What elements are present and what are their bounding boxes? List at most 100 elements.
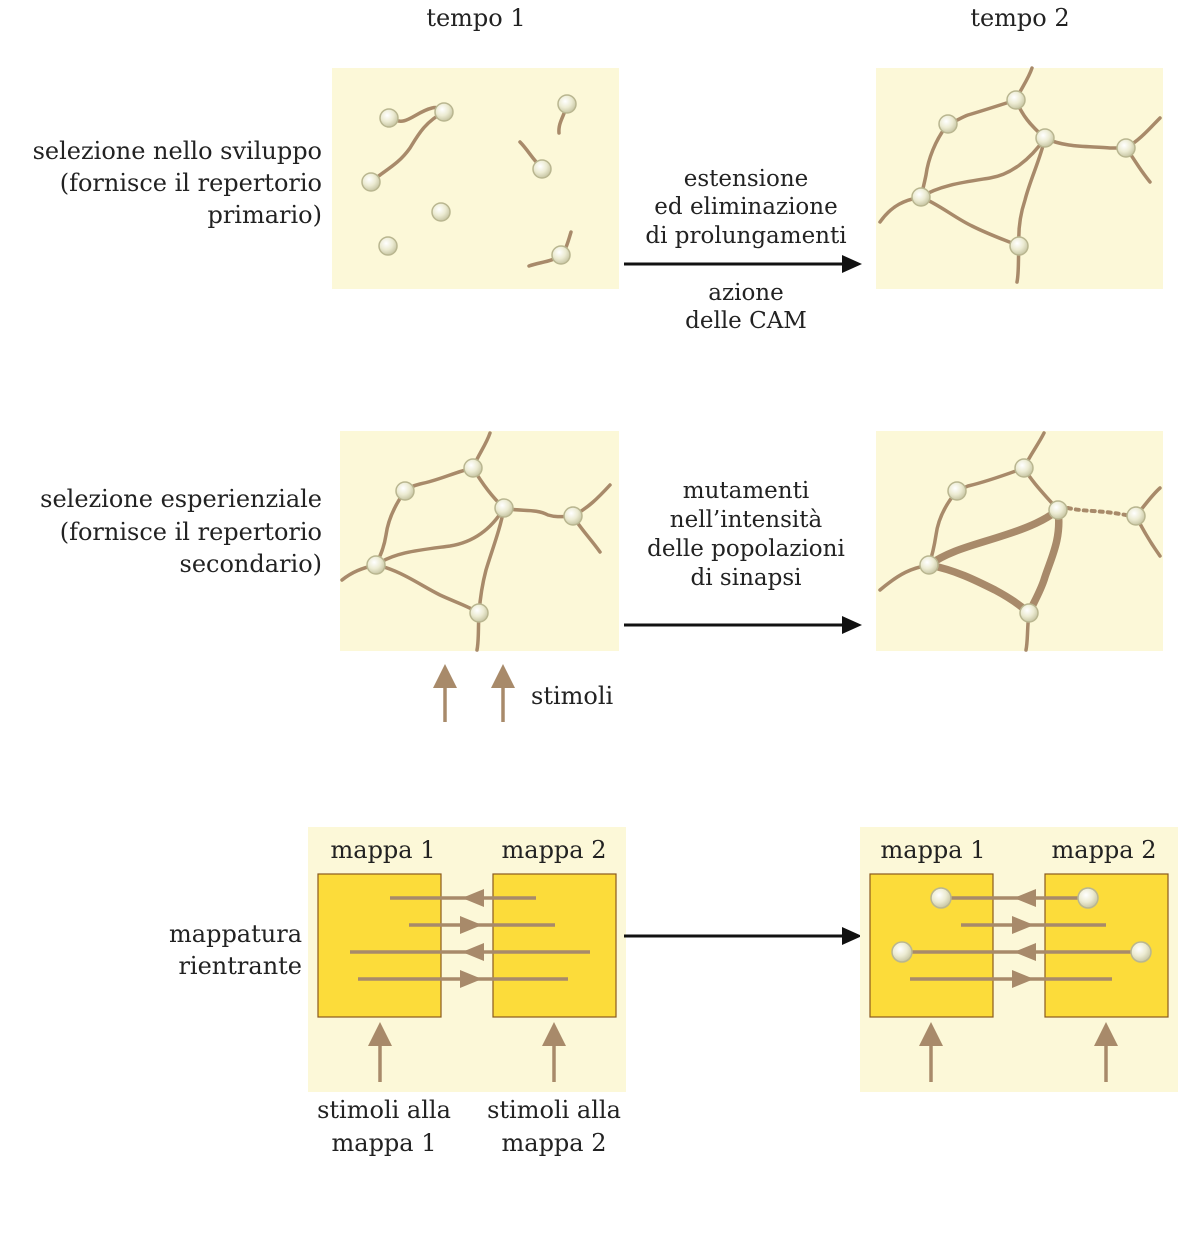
neurite-branch-icon xyxy=(919,136,1047,199)
arrow-right-head-icon xyxy=(842,927,862,945)
row3-stimuli-labels: stimoli alla mappa 1 stimoli alla mappa … xyxy=(317,1096,621,1157)
neuron-cell-body-icon xyxy=(1130,941,1152,963)
neuron-cell-body-icon xyxy=(947,481,967,501)
neuron-cell-body-icon xyxy=(366,555,386,575)
stimuli-map2-line1: stimoli alla xyxy=(487,1096,621,1124)
row3-label: mappatura rientrante xyxy=(169,920,302,980)
neuron-cell-body-icon xyxy=(551,245,571,265)
neuron-cell-body-icon xyxy=(1126,506,1146,526)
neurite-branch-icon xyxy=(374,563,481,615)
row1-arrow-top-line1: estensione xyxy=(684,166,809,192)
row1-label: selezione nello sviluppo (fornisce il re… xyxy=(33,137,322,229)
neurite-branch-icon xyxy=(919,195,1021,248)
neuron-cell-body-icon xyxy=(395,481,415,501)
neuron-cell-body-icon xyxy=(938,114,958,134)
neuron-cell-body-icon xyxy=(469,603,489,623)
neurite-branch-icon xyxy=(477,506,506,615)
row2-stimuli-label: stimoli xyxy=(531,682,614,710)
row2-transition: mutamenti nell’intensità delle popolazio… xyxy=(624,478,862,634)
arrow-left-head-icon xyxy=(1014,943,1036,961)
arrow-right-head-icon xyxy=(1012,916,1034,934)
row2-label-line1: selezione esperienziale xyxy=(40,485,322,513)
arrow-right-head-icon xyxy=(1012,970,1034,988)
map1-box-left xyxy=(317,873,442,1018)
row2-label-line2: (fornisce il repertorio xyxy=(60,518,322,546)
row2-arrow-top-line2: nell’intensità xyxy=(670,507,823,533)
strengthened-neurite-icon xyxy=(925,506,1062,569)
neuron-cell-body-icon xyxy=(919,555,939,575)
neuron-cell-body-icon xyxy=(431,202,451,222)
arrow-up-head-icon xyxy=(919,1022,943,1046)
map2-box-left xyxy=(492,873,617,1018)
neuron-cell-body-icon xyxy=(1116,138,1136,158)
arrow-right-head-icon xyxy=(842,255,862,273)
weakened-neurite-icon xyxy=(1066,506,1132,518)
column-header-time1: tempo 1 xyxy=(426,4,525,32)
neuron-cell-body-icon xyxy=(557,94,577,114)
neuron-cell-body-icon xyxy=(532,159,552,179)
neurite-branch-icon xyxy=(374,506,506,567)
row2-arrow-top-line1: mutamenti xyxy=(683,478,809,504)
row1-panel-time2 xyxy=(876,66,1163,289)
arrow-up-head-icon xyxy=(542,1022,566,1046)
row1-label-line3: primario) xyxy=(207,201,322,229)
neuron-cell-body-icon xyxy=(1014,458,1034,478)
arrow-left-head-icon xyxy=(1014,889,1036,907)
row3-map1-title-right: mappa 1 xyxy=(881,836,986,864)
arrow-up-head-icon xyxy=(368,1022,392,1046)
row1-label-line2: (fornisce il repertorio xyxy=(60,169,322,197)
neuron-cell-body-icon xyxy=(379,108,399,128)
row2-stimuli: stimoli xyxy=(433,664,614,722)
neuron-cell-body-icon xyxy=(563,506,583,526)
arrow-right-head-icon xyxy=(842,616,862,634)
strengthened-neurite-icon xyxy=(1025,506,1063,617)
neuron-cell-body-icon xyxy=(1048,500,1068,520)
strengthened-neurite-icon xyxy=(925,561,1033,617)
neuron-cell-body-icon xyxy=(1006,90,1026,110)
row2-panel-time2 xyxy=(876,431,1163,652)
arrow-left-head-icon xyxy=(462,943,484,961)
row2-panel-time1 xyxy=(340,431,619,652)
neuron-cell-body-icon xyxy=(463,458,483,478)
stimuli-map1-line2: mappa 1 xyxy=(332,1129,437,1157)
row2-label: selezione esperienziale (fornisce il rep… xyxy=(40,485,322,578)
row1-arrow-bottom-line1: azione xyxy=(708,280,783,306)
stimuli-map1-line1: stimoli alla xyxy=(317,1096,451,1124)
row3-panel-time2: mappa 1 mappa 2 xyxy=(860,827,1178,1092)
arrow-up-head-icon xyxy=(433,664,457,688)
arrow-left-head-icon xyxy=(462,889,484,907)
column-header-time2: tempo 2 xyxy=(970,4,1069,32)
neuron-cell-body-icon xyxy=(378,236,398,256)
row2-label-line3: secondario) xyxy=(180,550,323,578)
neuron-cell-body-icon xyxy=(434,102,454,122)
neurite-branch-icon xyxy=(1017,136,1047,248)
row1-arrow-top-line3: di prolungamenti xyxy=(645,223,846,249)
neurite-branch-icon xyxy=(369,110,446,184)
row1-label-line1: selezione nello sviluppo xyxy=(33,137,322,165)
neuron-cell-body-icon xyxy=(911,187,931,207)
neuron-cell-body-icon xyxy=(1035,128,1055,148)
arrow-right-head-icon xyxy=(460,916,482,934)
row1-panel-time1 xyxy=(332,68,619,289)
neuron-cell-body-icon xyxy=(1009,236,1029,256)
row3-label-line1: mappatura xyxy=(169,920,302,948)
row3-label-line2: rientrante xyxy=(178,952,302,980)
row3-map2-title-right: mappa 2 xyxy=(1052,836,1157,864)
neuron-cell-body-icon xyxy=(1019,603,1039,623)
arrow-right-head-icon xyxy=(460,970,482,988)
row1-transition: estensione ed eliminazione di prolungame… xyxy=(624,166,862,334)
neuron-cell-body-icon xyxy=(891,941,913,963)
row2-arrow-top-line4: di sinapsi xyxy=(691,565,802,591)
stimuli-map2-line2: mappa 2 xyxy=(502,1129,607,1157)
neuron-cell-body-icon xyxy=(930,887,952,909)
arrow-up-head-icon xyxy=(1094,1022,1118,1046)
neuron-cell-body-icon xyxy=(361,172,381,192)
row3-panel-time1: mappa 1 mappa 2 xyxy=(308,827,626,1092)
row3-map1-title-left: mappa 1 xyxy=(331,836,436,864)
row2-arrow-top-line3: delle popolazioni xyxy=(647,536,845,562)
row1-arrow-bottom-line2: delle CAM xyxy=(685,308,807,334)
neuron-cell-body-icon xyxy=(1077,887,1099,909)
neuron-cell-body-icon xyxy=(494,498,514,518)
